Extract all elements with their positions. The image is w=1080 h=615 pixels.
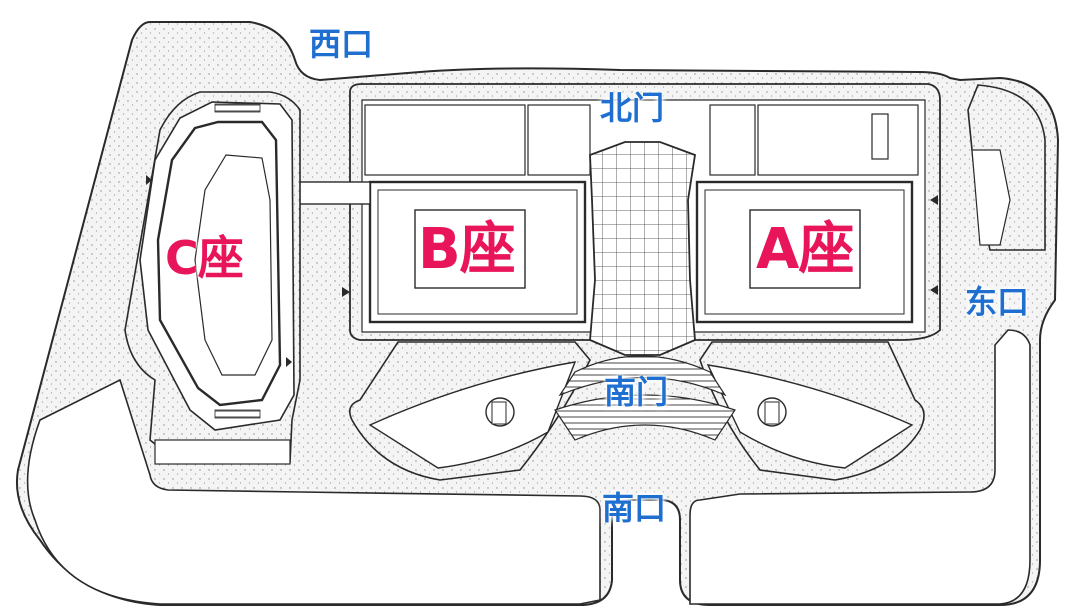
building-c-site xyxy=(124,91,301,465)
north-lots xyxy=(364,104,919,176)
inner-road xyxy=(26,329,1031,605)
building-a-footprint xyxy=(695,180,914,324)
building-c-label: C座 xyxy=(165,231,244,285)
central-atrium xyxy=(589,141,697,356)
east-entrance-label: 东口 xyxy=(965,283,1030,321)
east-structure xyxy=(967,84,1046,251)
building-a-label: A座 xyxy=(756,217,854,282)
building-b-footprint xyxy=(368,180,587,324)
entry-arrows xyxy=(146,175,938,367)
south-door-label: 南门 xyxy=(604,373,669,411)
south-steps xyxy=(554,355,736,441)
west-entrance-label: 西口 xyxy=(309,25,374,63)
south-plaza-left xyxy=(349,341,591,481)
south-entrance-label: 南口 xyxy=(602,489,667,527)
north-door-label: 北门 xyxy=(600,89,665,127)
south-plaza-right xyxy=(699,341,925,481)
building-b-label: B座 xyxy=(418,217,516,282)
